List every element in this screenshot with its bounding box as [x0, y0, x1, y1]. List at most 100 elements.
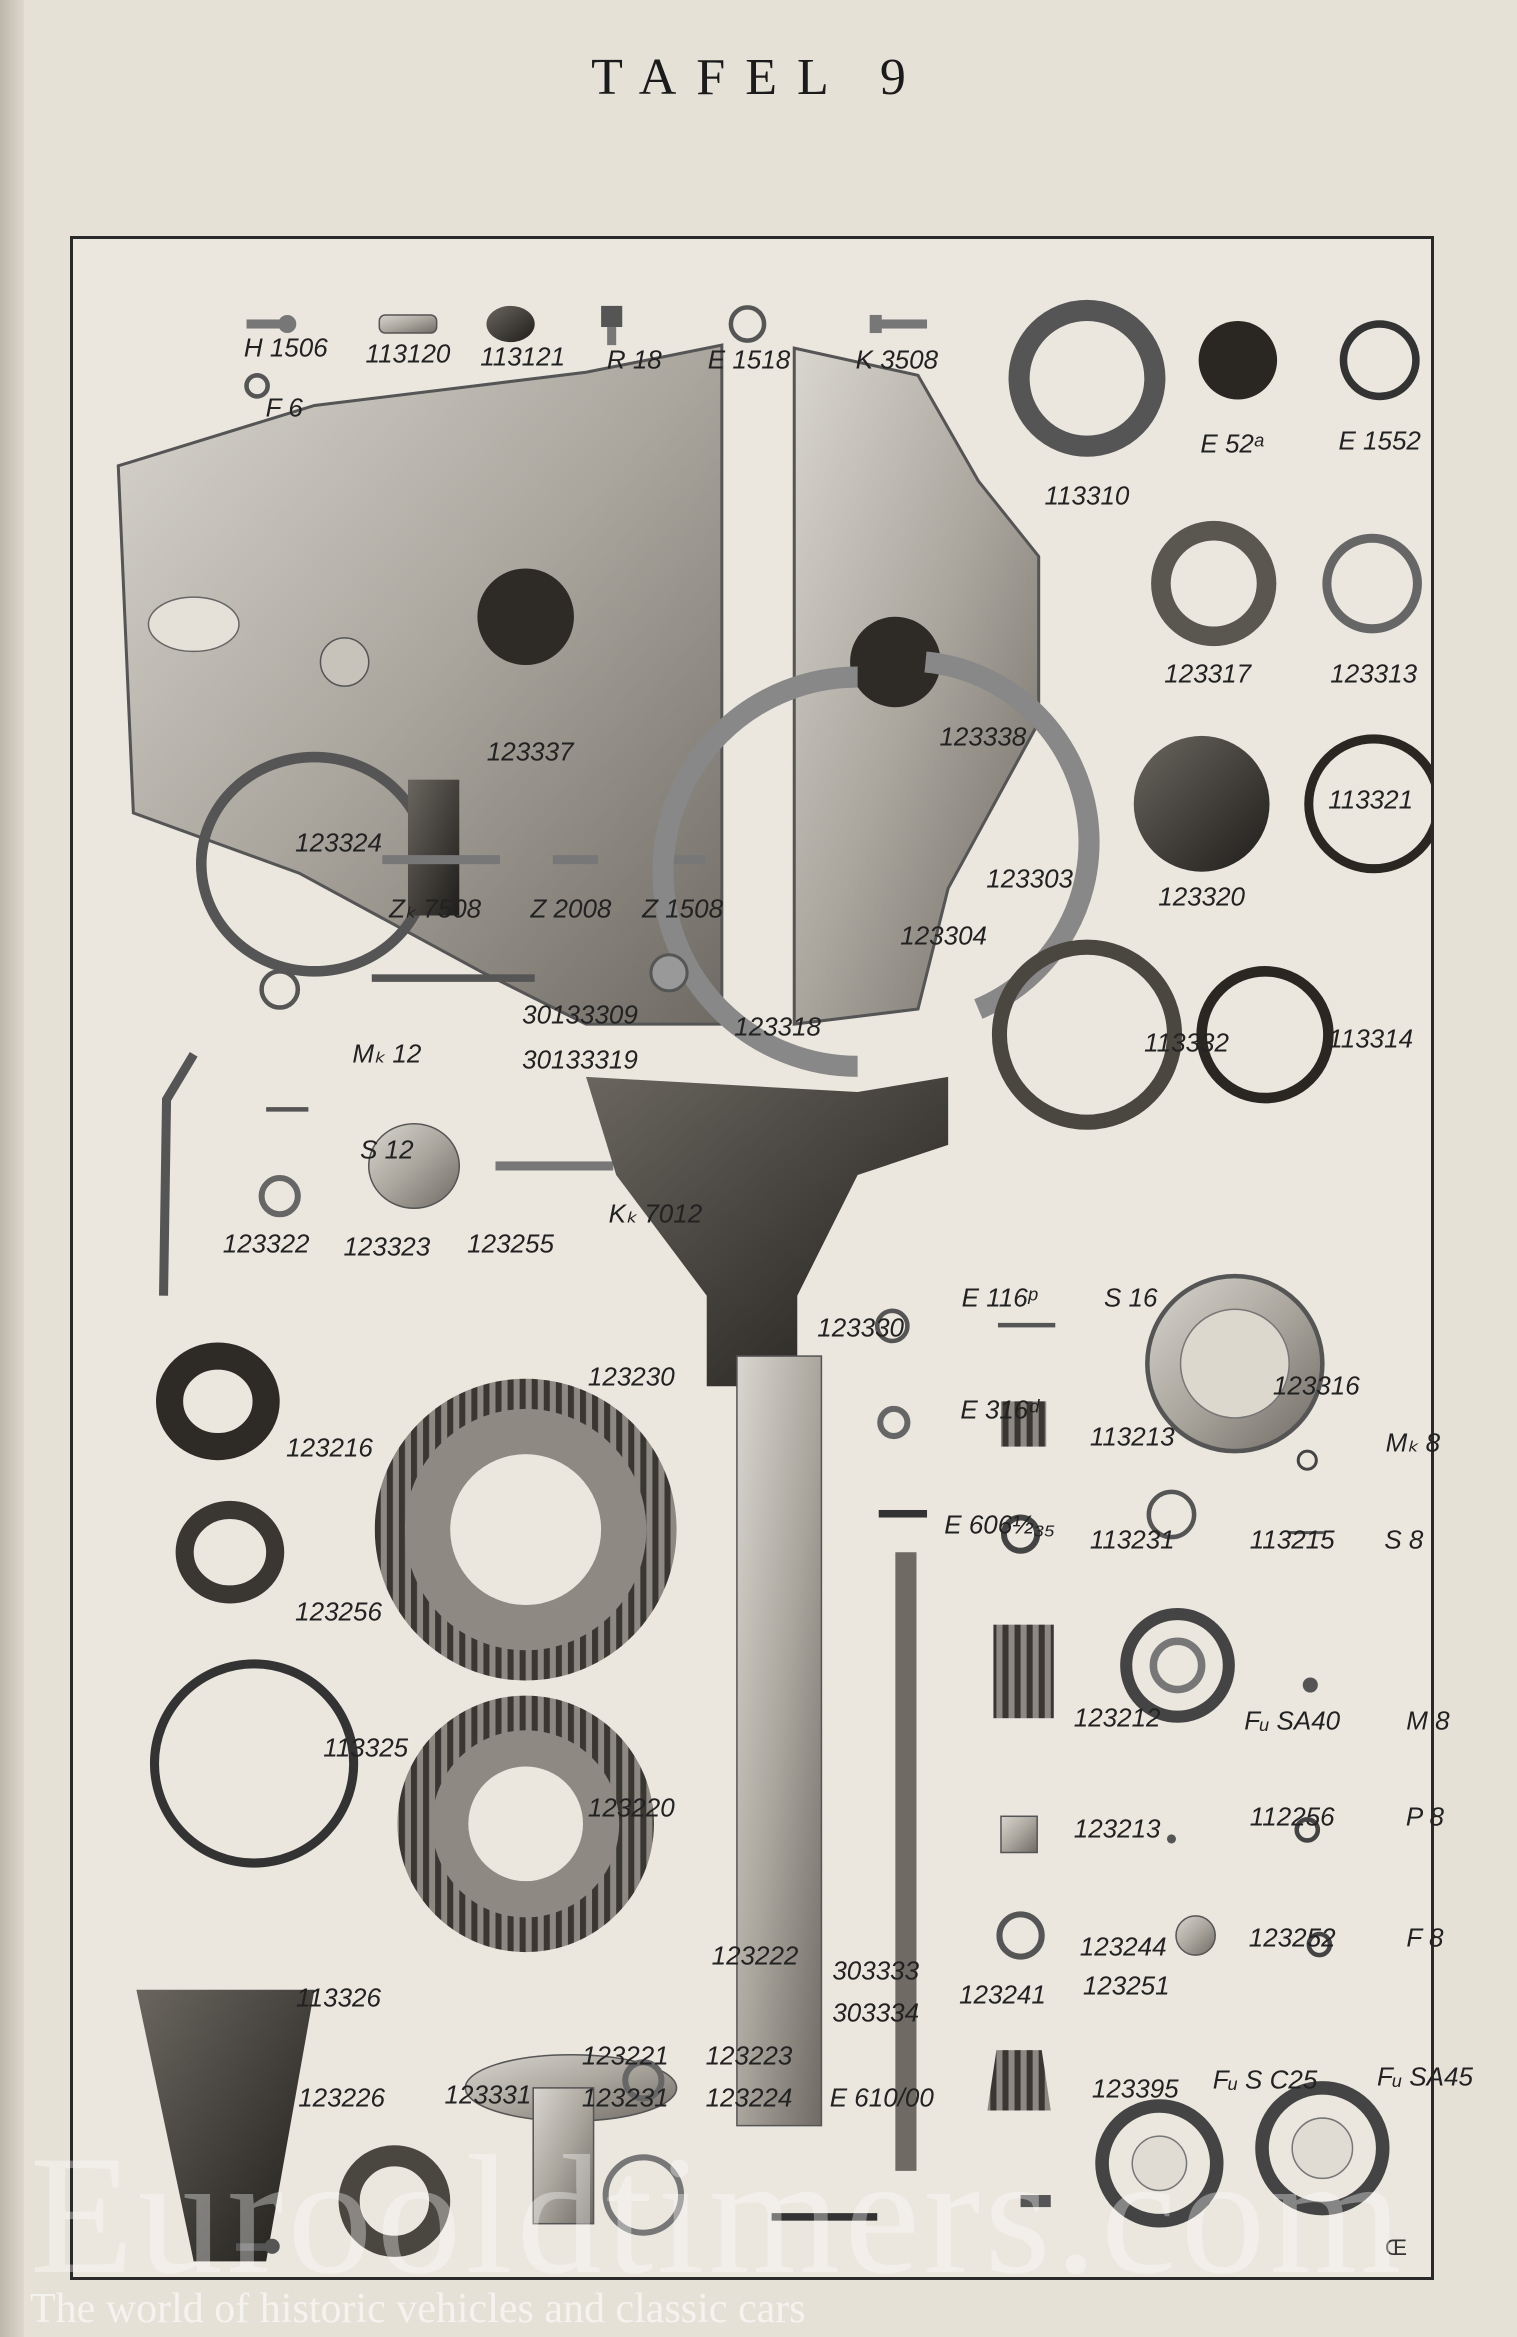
part-label: 30133309 [522, 999, 638, 1030]
part-label: 123230 [587, 1361, 675, 1392]
part-label: 113314 [1328, 1023, 1414, 1054]
bearing-fusa40 [1120, 1608, 1235, 1723]
part-label: 123222 [711, 1940, 799, 1971]
stud-30133309 [371, 974, 535, 982]
yoke-123330 [586, 1076, 949, 1387]
breather-pipe-123322 [159, 1051, 198, 1296]
pinion-123212 [993, 1624, 1054, 1719]
ring-113231 [1000, 1514, 1041, 1554]
crown-wheel-123230 [374, 1378, 677, 1681]
bolt-kk7012 [495, 1161, 614, 1171]
part-label: 303333 [832, 1955, 920, 1986]
ring-113314 [1196, 966, 1334, 1104]
part-label: 123241 [959, 1979, 1046, 2010]
ring-113321 [1304, 734, 1431, 874]
part-label: Mₖ 12 [352, 1038, 422, 1069]
part-label: 123256 [295, 1596, 382, 1627]
boot-113326 [136, 1989, 315, 2262]
part-label: 113121 [480, 341, 566, 372]
ring-123244 [996, 1911, 1045, 1960]
part-label: 123212 [1073, 1702, 1161, 1733]
part-label: 123303 [986, 863, 1074, 894]
part-label: 123226 [298, 2082, 385, 2113]
part-label: Z 1508 [642, 893, 724, 924]
part-label: 112256 [1249, 1801, 1335, 1832]
ring-113215 [1146, 1489, 1197, 1540]
part-label: 113213 [1089, 1421, 1175, 1452]
part-label: 123317 [1164, 658, 1252, 689]
page-title: TAFEL 9 [591, 49, 926, 106]
washer-p8 [1294, 1817, 1321, 1843]
washer-112256 [1166, 1834, 1176, 1844]
pin-113120 [378, 314, 438, 334]
gasket-113325 [149, 1659, 359, 1868]
part-label: 123318 [734, 1011, 822, 1042]
part-label: 123252 [1248, 1922, 1336, 1953]
part-label: R 18 [606, 344, 662, 375]
part-label: E 52ᵃ [1200, 428, 1264, 459]
nut-123323 [258, 1175, 301, 1218]
part-label: E 1552 [1338, 425, 1421, 456]
watermark: Eurooldtimers.com [30, 2121, 1406, 2309]
parts-drawing [116, 299, 1431, 2262]
part-label: 123324 [295, 827, 382, 858]
screw-h1506 [246, 314, 297, 334]
part-label: 30133319 [522, 1044, 638, 1075]
key-e610 [771, 2213, 878, 2221]
pin-s12 [266, 1107, 309, 1112]
part-label: F 8 [1406, 1922, 1444, 1953]
part-label: 113332 [1144, 1027, 1229, 1058]
part-label: 113310 [1044, 480, 1130, 510]
ring-123223 [602, 2154, 685, 2236]
book-spine-shadow [0, 0, 24, 2337]
part-label: K 3508 [855, 344, 939, 375]
part-label: Zₖ 7508 [389, 893, 482, 924]
part-label: P 8 [1405, 1801, 1444, 1832]
part-label: Kₖ 7012 [608, 1198, 703, 1229]
flange-123316 [1145, 1273, 1325, 1454]
ring-e316d [877, 1405, 911, 1440]
part-label: E 116ᵖ [961, 1282, 1038, 1313]
part-label: E 606½₃₅ [944, 1509, 1055, 1540]
seal-113332 [991, 939, 1183, 1130]
printer-mark: Œ [1385, 2235, 1407, 2260]
ring-113310 [1008, 299, 1166, 457]
bushing-123213 [1000, 1815, 1038, 1854]
part-label: 123255 [467, 1228, 554, 1259]
part-label: 123331 [444, 2079, 532, 2110]
bolt-k3508 [869, 314, 928, 334]
clip-123395 [1020, 2195, 1051, 2208]
part-label: 113120 [365, 338, 451, 369]
washer-f6 [244, 373, 270, 399]
part-label: E 610/00 [829, 2082, 934, 2113]
plug-e52a [1198, 320, 1278, 400]
gear-113213 [1000, 1401, 1047, 1447]
washer-123313 [1322, 533, 1422, 634]
part-label: 123251 [1082, 1970, 1170, 2001]
part-label: F 6 [265, 392, 303, 423]
part-label: 123323 [343, 1231, 431, 1262]
part-label: 303334 [832, 1997, 920, 2028]
part-label: Fᵤ SA45 [1377, 2061, 1473, 2092]
ring-e1552 [1339, 320, 1420, 401]
part-label: 123330 [817, 1312, 905, 1343]
part-label: 113326 [296, 1982, 381, 2013]
watermark-tagline: The world of historic vehicles and class… [30, 2286, 806, 2332]
bearing-fusc25 [1095, 2099, 1224, 2228]
part-label: 113231 [1089, 1524, 1175, 1555]
part-label: 123221 [581, 2040, 669, 2071]
nut-mk12 [259, 969, 301, 1010]
part-label: 123320 [1158, 881, 1246, 912]
bushing-123317 [1151, 520, 1277, 647]
ring-e1518 [728, 305, 767, 343]
part-label: 123337 [486, 736, 574, 767]
hub-123222 [464, 2053, 678, 2225]
key-e606 [878, 1509, 928, 1518]
pinion-123251 [987, 2050, 1051, 2111]
pin-s16 [997, 1322, 1056, 1328]
shaft-123241 [895, 1552, 917, 2171]
ring-123222 [622, 2059, 665, 2102]
screw-123226 [235, 2238, 280, 2254]
stud-z2008 [552, 855, 599, 865]
bracket-113121 [486, 305, 535, 343]
